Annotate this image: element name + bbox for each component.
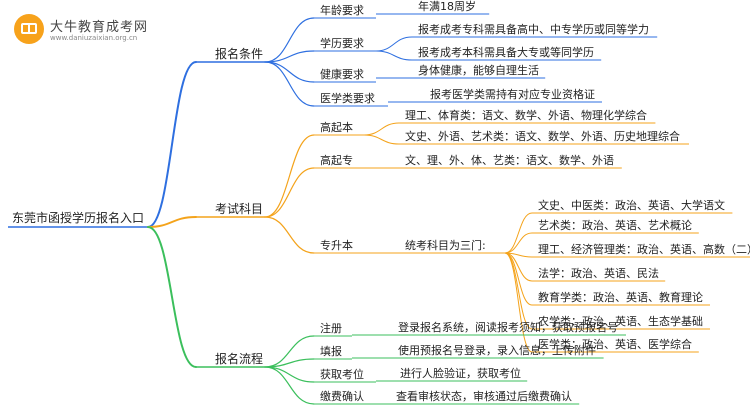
child-connector <box>264 17 315 63</box>
child-connector <box>264 134 315 218</box>
detail-label: 文史、中医类：政治、英语、大学语文 <box>538 198 725 212</box>
detail-connector <box>363 134 400 145</box>
child-connector <box>264 61 315 83</box>
detail-label: 理工、经济管理类：政治、英语、高数（二） <box>538 242 750 256</box>
detail-label: 年满18周岁 <box>418 0 476 13</box>
detail-label: 进行人脸验证，获取考位 <box>400 366 521 380</box>
logo-title: 大牛教育成考网 <box>50 20 149 35</box>
detail-connector <box>504 232 533 254</box>
child-label: 健康要求 <box>320 67 364 81</box>
child-connector <box>264 50 315 63</box>
detail-label: 理工、体育类：语文、数学、外语、物理化学综合 <box>405 108 647 122</box>
child-connector <box>264 167 315 218</box>
detail-label: 文史、外语、艺术类：语文、数学、外语、历史地理综合 <box>405 129 680 143</box>
branch-connector <box>147 216 197 228</box>
detail-connector <box>504 212 533 254</box>
logo-book-icon <box>14 14 44 44</box>
child-label: 高起本 <box>320 120 353 134</box>
logo-url: www.daniuzaixian.org.cn <box>50 34 138 42</box>
detail-connector <box>375 36 413 52</box>
detail-label: 登录报名系统，阅读报考须知，获取预报名号 <box>398 320 618 334</box>
branch-connector <box>147 61 197 228</box>
detail-label: 身体健康，能够自理生活 <box>418 63 539 77</box>
detail-label: 报考医学类需持有对应专业资格证 <box>430 87 595 101</box>
detail-label: 报考成考专科需具备高中、中专学历或同等学力 <box>418 22 649 36</box>
child-connector <box>264 366 315 383</box>
branch-label: 考试科目 <box>215 201 263 216</box>
child-label: 学历要求 <box>320 36 364 50</box>
detail-label: 报考成考本科需具备大专或等同学历 <box>418 45 594 59</box>
detail-connector <box>504 252 533 330</box>
detail-connector <box>504 252 533 353</box>
child-label: 注册 <box>320 321 342 335</box>
detail-label: 法学：政治、英语、民法 <box>538 266 659 280</box>
child-connector <box>264 366 315 405</box>
child-connector <box>264 216 315 254</box>
detail-label: 查看审核状态，审核通过后缴费确认 <box>396 389 572 403</box>
detail-label: 医学类：政治、英语、医学综合 <box>538 337 692 351</box>
child-label: 获取考位 <box>320 367 364 381</box>
detail-label: 农学类：政治、英语、生态学基础 <box>538 314 703 328</box>
detail-connector <box>375 50 413 61</box>
branch-label: 报名流程 <box>215 351 263 366</box>
child-label: 填报 <box>320 344 342 358</box>
detail-label: 教育学类：政治、英语、教育理论 <box>538 290 703 304</box>
child-label: 年龄要求 <box>320 3 364 17</box>
child-label: 专升本 <box>320 238 353 252</box>
child-connector <box>264 61 315 107</box>
child-label: 高起专 <box>320 153 353 167</box>
root-topic: 东莞市函授学历报名入口 <box>12 210 144 225</box>
child-connector <box>264 335 315 368</box>
site-logo: 大牛教育成考网 www.daniuzaixian.org.cn <box>8 8 158 52</box>
detail-connector <box>363 122 400 136</box>
branch-label: 报名条件 <box>215 46 263 61</box>
branch-connector <box>147 226 197 368</box>
child-label: 缴费确认 <box>320 389 364 403</box>
middle-label: 统考科目为三门: <box>405 238 486 252</box>
detail-connector <box>504 252 533 306</box>
detail-label: 艺术类：政治、英语、艺术概论 <box>538 218 692 232</box>
child-label: 医学类要求 <box>320 91 375 105</box>
detail-label: 使用预报名号登录，录入信息，上传附件 <box>398 343 596 357</box>
detail-label: 文、理、外、体、艺类：语文、数学、外语 <box>405 153 614 167</box>
